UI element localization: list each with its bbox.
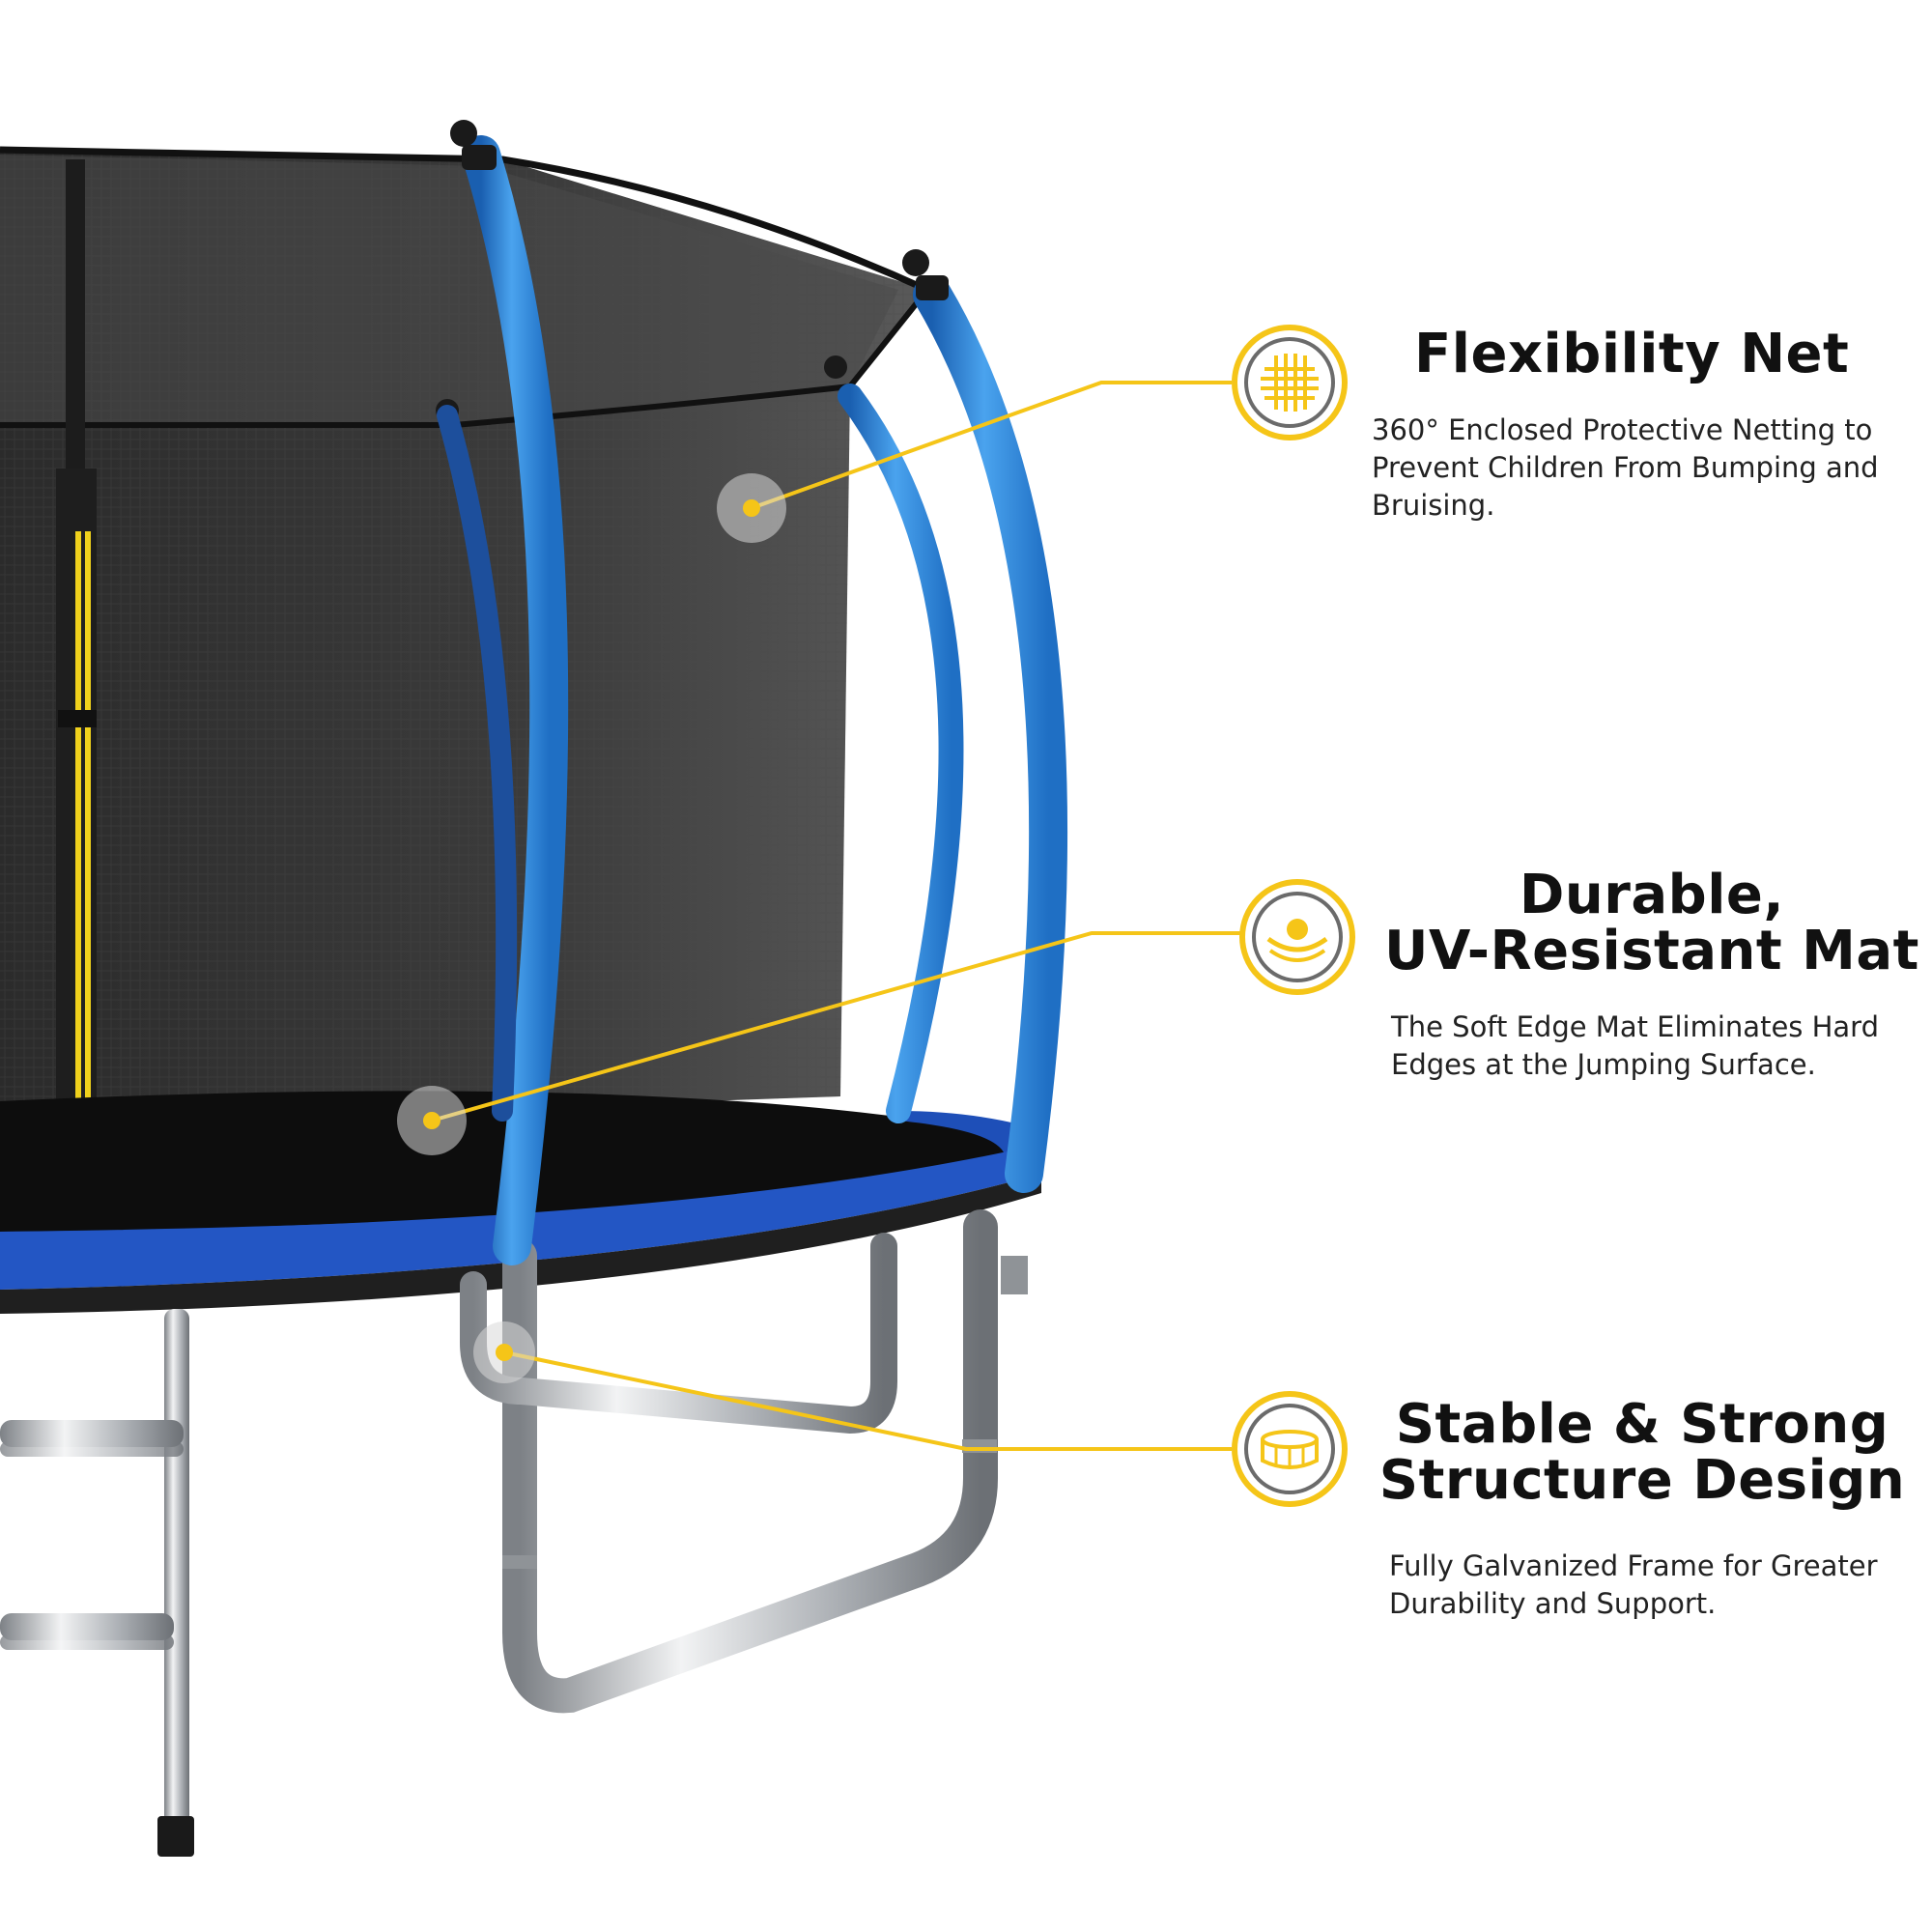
net-mesh-icon [1232, 325, 1348, 440]
callout-dots [397, 473, 786, 1383]
feature-title-line2: Structure Design [1378, 1449, 1906, 1512]
frame-structure-icon [1232, 1391, 1348, 1507]
feature-title: Durable, UV-Resistant Mat [1381, 867, 1922, 980]
feature-title: Stable & Strong Structure Design [1372, 1397, 1913, 1509]
feature-description: 360° Enclosed Protective Netting to Prev… [1372, 413, 1879, 522]
feature-title: Flexibility Net [1414, 323, 1850, 385]
feature-description: The Soft Edge Mat Eliminates Hard Edges … [1391, 1010, 1880, 1081]
safety-net [0, 146, 930, 1234]
padded-poles [437, 135, 1068, 1265]
callout-lines [431, 381, 1241, 1451]
pole-caps [450, 120, 949, 300]
feature-description: Fully Galvanized Frame for Greater Durab… [1389, 1549, 1878, 1620]
feature-uv-resistant-mat: Durable, UV-Resistant Mat The Soft Edge … [1381, 867, 1922, 1084]
ladder [0, 1309, 194, 1857]
feature-structure-design: Stable & Strong Structure Design Fully G… [1372, 1397, 1913, 1623]
mat-bounce-icon [1239, 879, 1355, 995]
feature-title-line2: UV-Resistant Mat [1384, 920, 1919, 982]
feature-title-line1: Stable & Strong [1395, 1393, 1889, 1456]
feature-title-line1: Durable, [1519, 864, 1785, 926]
leg-joints [502, 1256, 1028, 1569]
feature-flexibility-net: Flexibility Net 360° Enclosed Protective… [1372, 327, 1913, 525]
